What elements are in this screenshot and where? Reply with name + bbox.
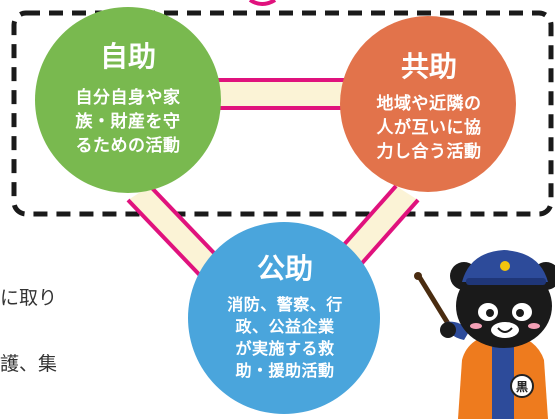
public-help-desc-line-3: が実施する救 (235, 339, 335, 358)
public-help-label: 公助 消防、警察、行 政、公益企業 が実施する救 助・援助活動 (208, 252, 362, 382)
public-help-desc-line-2: 政、公益企業 (235, 317, 335, 336)
public-help-circle (188, 222, 380, 414)
self-help-desc-line-3: るための活動 (75, 136, 181, 156)
self-help-label: 自助 自分自身や家 族・財産を守 るための活動 (48, 40, 208, 158)
self-help-title: 自助 (99, 40, 156, 73)
self-help-circle (35, 7, 221, 193)
mutual-help-desc-line-2: 人が互いに協 (376, 118, 482, 138)
mutual-help-circle (340, 16, 516, 192)
mascot-illustration: 黒 (414, 250, 555, 419)
connector-self-mutual (200, 78, 366, 110)
dashed-frame (11, 10, 554, 217)
body-text-line-1: に取り (0, 287, 58, 309)
mutual-help-title: 共助 (400, 50, 457, 83)
public-help-desc-line-1: 消防、警察、行 (227, 295, 343, 314)
mascot-badge: 黒 (516, 380, 528, 394)
pointer-stick (417, 275, 455, 333)
self-help-desc-line-2: 族・財産を守 (75, 112, 181, 132)
self-help-desc-line-1: 自分自身や家 (75, 88, 181, 108)
top-accent-mark (248, 0, 277, 6)
mutual-help-label: 共助 地域や近隣の 人が互いに協 力し合う活動 (352, 50, 506, 164)
public-help-title: 公助 (256, 252, 313, 285)
public-help-desc-line-4: 助・援助活動 (235, 361, 335, 380)
mutual-help-desc-line-1: 地域や近隣の (376, 94, 482, 114)
mutual-help-desc-line-3: 力し合う活動 (376, 142, 482, 162)
body-text-line-2: 護、集 (0, 353, 58, 375)
badge-circle (510, 374, 534, 398)
